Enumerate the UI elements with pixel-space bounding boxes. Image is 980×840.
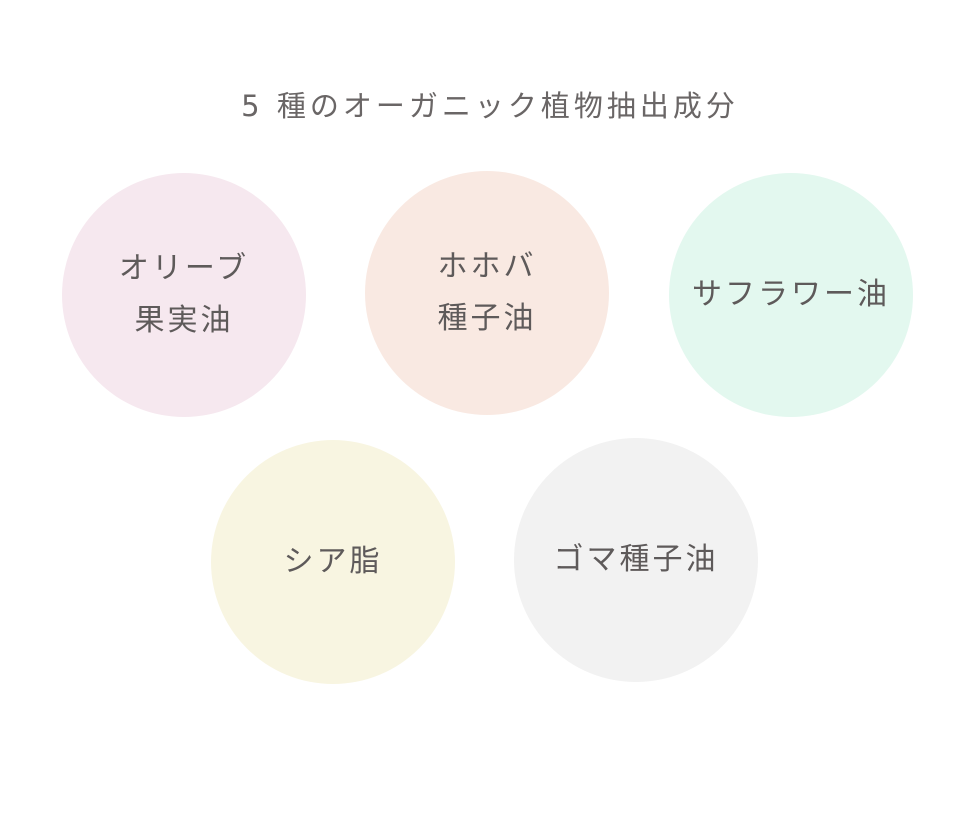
ingredient-label-line: オリーブ <box>118 251 250 286</box>
ingredient-circle-shea: シア脂 <box>211 440 455 684</box>
ingredient-circle-jojoba: ホホバ 種子油 <box>365 171 609 415</box>
ingredient-circle-olive: オリーブ 果実油 <box>62 173 306 417</box>
ingredient-label-line: ホホバ <box>437 249 537 284</box>
ingredient-label-line: シア脂 <box>283 544 383 579</box>
ingredient-label-line: 種子油 <box>437 301 537 336</box>
ingredient-label-line: サフラワー油 <box>692 277 890 312</box>
ingredient-label-line: ゴマ種子油 <box>553 542 719 577</box>
ingredient-circle-sesame: ゴマ種子油 <box>514 438 758 682</box>
ingredient-circle-safflower: サフラワー油 <box>669 173 913 417</box>
ingredient-label-line: 果実油 <box>134 303 234 338</box>
section-title: 5 種のオーガニック植物抽出成分 <box>241 89 739 123</box>
